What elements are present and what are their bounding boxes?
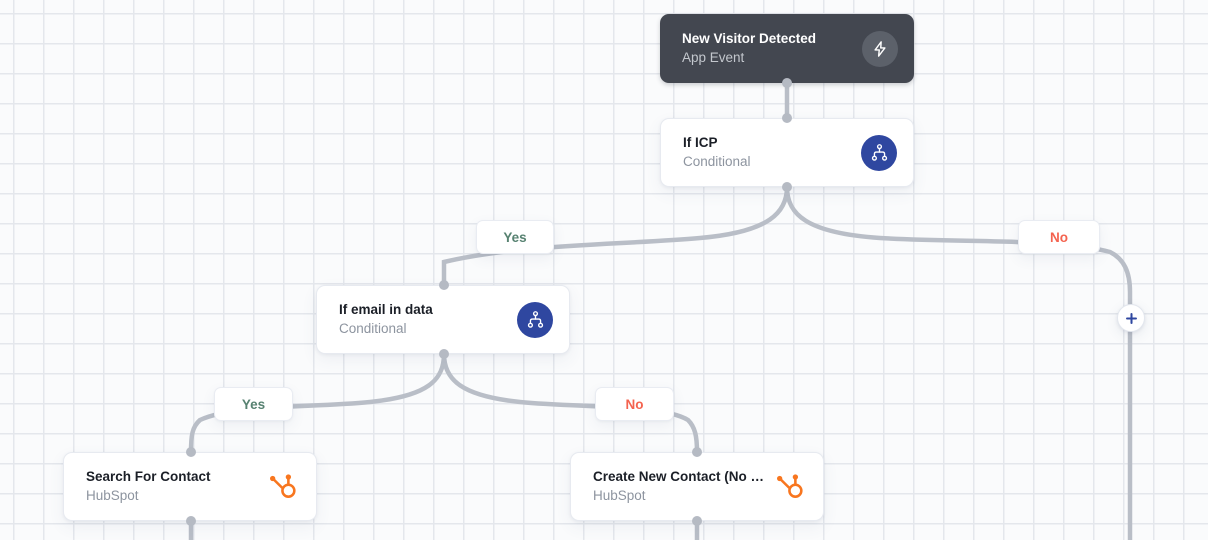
node-title: If email in data <box>339 301 433 317</box>
node-text: New Visitor Detected App Event <box>660 30 862 68</box>
node-text: If ICP Conditional <box>661 134 861 172</box>
node-create-new-contact[interactable]: Create New Contact (No Em... HubSpot <box>570 452 824 521</box>
node-port[interactable] <box>692 516 702 526</box>
node-port[interactable] <box>782 182 792 192</box>
node-text: Search For Contact HubSpot <box>64 468 264 506</box>
node-port[interactable] <box>782 113 792 123</box>
edge-label-text: Yes <box>241 396 266 412</box>
edge-label-text: No <box>1050 229 1068 245</box>
node-port[interactable] <box>186 516 196 526</box>
hubspot-icon <box>264 469 300 505</box>
node-port[interactable] <box>439 280 449 290</box>
node-subtitle: Conditional <box>683 153 751 169</box>
node-subtitle: Conditional <box>339 320 407 336</box>
edge-label-email-yes[interactable]: Yes <box>214 387 293 421</box>
lightning-bolt-icon <box>862 30 898 67</box>
node-subtitle: HubSpot <box>86 487 139 503</box>
plus-icon <box>1125 312 1137 324</box>
node-text: Create New Contact (No Em... HubSpot <box>571 468 771 506</box>
branch-icon <box>517 301 553 338</box>
node-port[interactable] <box>439 349 449 359</box>
edge-label-text: Yes <box>503 229 527 245</box>
edge-label-icp-no[interactable]: No <box>1018 220 1100 254</box>
edge-label-email-no[interactable]: No <box>595 387 674 421</box>
edge-label-icp-yes[interactable]: Yes <box>476 220 554 254</box>
branch-icon <box>861 134 897 171</box>
hubspot-icon <box>771 469 807 505</box>
node-search-for-contact[interactable]: Search For Contact HubSpot <box>63 452 317 521</box>
node-title: Create New Contact (No Em... <box>593 468 771 484</box>
node-if-icp[interactable]: If ICP Conditional <box>660 118 914 187</box>
node-port[interactable] <box>782 78 792 88</box>
node-title: Search For Contact <box>86 468 211 484</box>
node-port[interactable] <box>692 447 702 457</box>
edge-label-text: No <box>625 396 644 412</box>
add-step-button[interactable] <box>1117 304 1145 332</box>
node-if-email-in-data[interactable]: If email in data Conditional <box>316 285 570 354</box>
node-new-visitor-detected[interactable]: New Visitor Detected App Event <box>660 14 914 83</box>
node-text: If email in data Conditional <box>317 301 517 339</box>
node-subtitle: HubSpot <box>593 487 646 503</box>
node-title: If ICP <box>683 134 718 150</box>
node-subtitle: App Event <box>682 49 745 65</box>
node-title: New Visitor Detected <box>682 30 817 46</box>
node-port[interactable] <box>186 447 196 457</box>
